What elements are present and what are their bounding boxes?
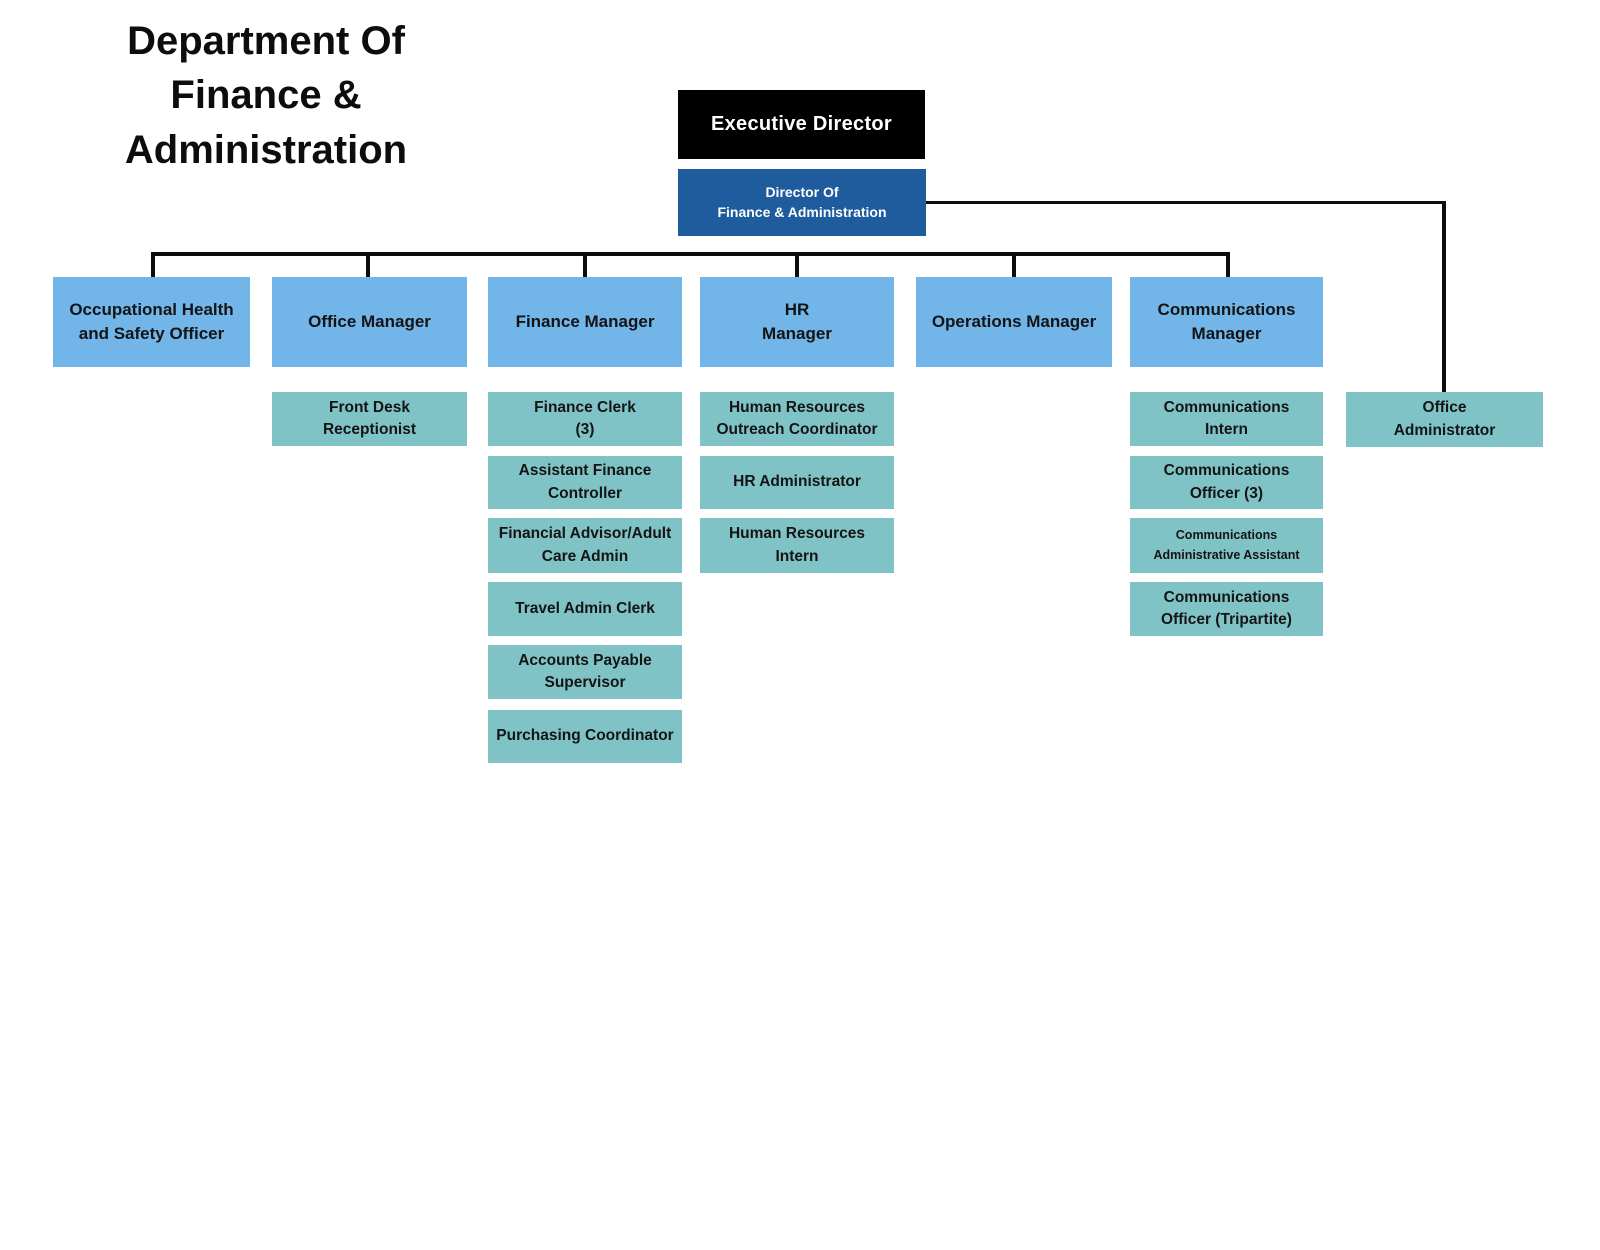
node-assistant-finance-controller: Assistant Finance Controller <box>488 456 682 509</box>
node-office-manager: Office Manager <box>272 277 467 367</box>
node-communications-manager: Communications Manager <box>1130 277 1323 367</box>
node-hr-manager: HR Manager <box>700 277 894 367</box>
node-finance-manager: Finance Manager <box>488 277 682 367</box>
node-office-administrator: Office Administrator <box>1346 392 1543 447</box>
node-operations-manager: Operations Manager <box>916 277 1112 367</box>
node-purchasing-coordinator: Purchasing Coordinator <box>488 710 682 763</box>
connector-drop-hr-manager <box>795 252 799 278</box>
node-hr-intern: Human Resources Intern <box>700 518 894 573</box>
node-front-desk-receptionist: Front Desk Receptionist <box>272 392 467 446</box>
node-travel-admin-clerk: Travel Admin Clerk <box>488 582 682 636</box>
node-hr-administrator: HR Administrator <box>700 456 894 509</box>
node-financial-advisor-adult-care-admin: Financial Advisor/Adult Care Admin <box>488 518 682 573</box>
node-hr-outreach-coordinator: Human Resources Outreach Coordinator <box>700 392 894 446</box>
node-accounts-payable-supervisor: Accounts Payable Supervisor <box>488 645 682 699</box>
connector-drop-office-manager <box>366 252 370 278</box>
node-communications-officer-3: Communications Officer (3) <box>1130 456 1323 509</box>
node-communications-admin-assistant: Communications Administrative Assistant <box>1130 518 1323 573</box>
connector-director-to-office-admin-horizontal <box>925 201 1446 204</box>
node-director-finance-admin: Director Of Finance & Administration <box>678 169 926 236</box>
node-communications-officer-tripartite: Communications Officer (Tripartite) <box>1130 582 1323 636</box>
connector-drop-occupational <box>151 252 155 278</box>
connector-drop-finance-manager <box>583 252 587 278</box>
connector-drop-operations-manager <box>1012 252 1016 278</box>
node-executive-director: Executive Director <box>678 90 925 159</box>
connector-sibling-horizontal <box>151 252 1230 256</box>
node-finance-clerk: Finance Clerk (3) <box>488 392 682 446</box>
connector-office-admin-vertical <box>1442 201 1446 393</box>
page-title: Department Of Finance & Administration <box>124 19 408 172</box>
connector-drop-communications-manager <box>1226 252 1230 278</box>
node-communications-intern: Communications Intern <box>1130 392 1323 446</box>
node-occupational-health-safety-officer: Occupational Health and Safety Officer <box>53 277 250 367</box>
